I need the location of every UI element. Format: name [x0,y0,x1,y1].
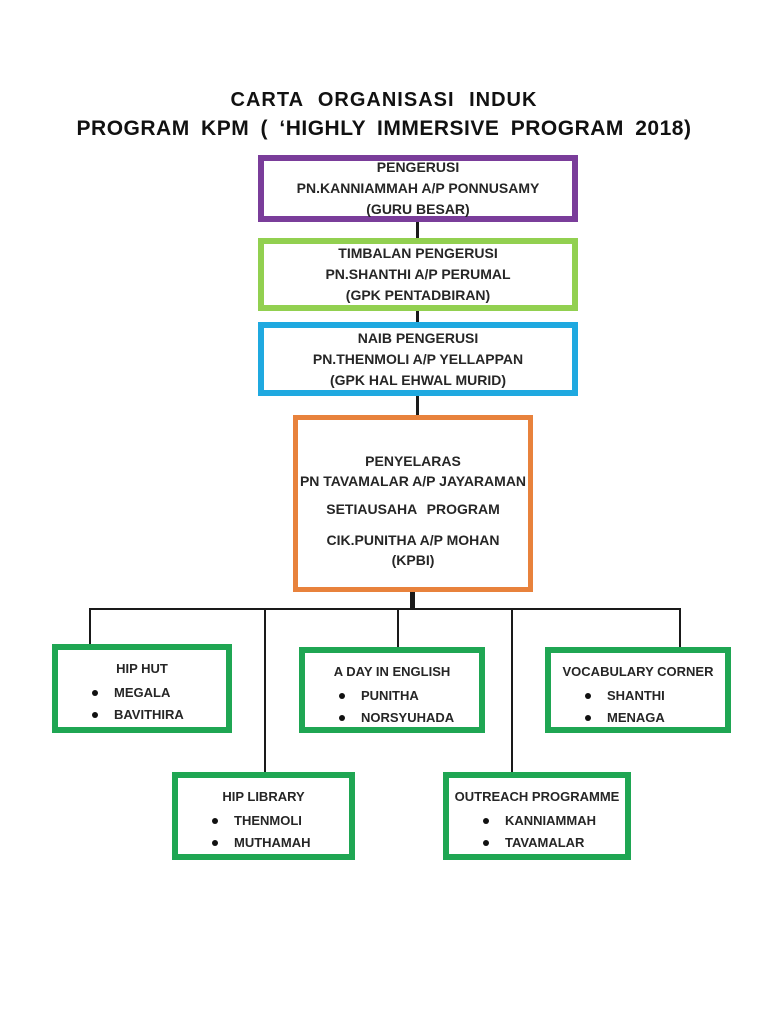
member-name: MENAGA [607,710,665,725]
member-name: MEGALA [114,685,171,700]
box-hip-hut: HIP HUT MEGALA BAVITHIRA [52,644,232,733]
title-line-2: PROGRAM KPM ( ‘HIGHLY IMMERSIVE PROGRAM … [76,117,692,140]
setiausaha-position: (KPBI) [391,552,435,568]
naib-name: PN.THENMOLI A/P YELLAPPAN [312,350,524,367]
box-penyelaras: PENYELARAS PN TAVAMALAR A/P JAYARAMAN SE… [293,415,533,592]
connector-pengerusi-timbalan [416,222,419,238]
bullet-icon [92,712,98,718]
connector-timbalan-naib [416,311,419,322]
connector-drop-outreach [511,608,513,772]
connector-drop-hip-hut [89,608,91,645]
connector-drop-a-day-in-english [397,608,399,648]
a-day-in-english-title: A DAY IN ENGLISH [333,664,451,679]
bullet-icon [585,693,591,699]
bullet-icon [585,715,591,721]
timbalan-name: PN.SHANTHI A/P PERUMAL [325,266,511,282]
list-item: MEGALA [58,682,226,704]
setiausaha-role: SETIAUSAHA PROGRAM [326,501,500,517]
box-naib-pengerusi: NAIB PENGERUSI PN.THENMOLI A/P YELLAPPAN… [258,322,578,396]
vocabulary-corner-title: VOCABULARY CORNER [562,664,714,679]
naib-position: (GPK HAL EHWAL MURID) [329,371,507,388]
outreach-programme-title: OUTREACH PROGRAMME [454,789,620,804]
list-item: TAVAMALAR [449,832,625,854]
box-pengerusi: PENGERUSI PN.KANNIAMMAH A/P PONNUSAMY (G… [258,155,578,222]
box-vocabulary-corner: VOCABULARY CORNER SHANTHI MENAGA [545,647,731,733]
bullet-icon [212,840,218,846]
title-line-1: CARTA ORGANISASI INDUK [230,89,538,111]
timbalan-role: TIMBALAN PENGERUSI [338,245,498,261]
member-name: BAVITHIRA [114,707,184,722]
member-name: SHANTHI [607,688,665,703]
member-name: PUNITHA [361,688,419,703]
box-timbalan-pengerusi: TIMBALAN PENGERUSI PN.SHANTHI A/P PERUMA… [258,238,578,311]
box-a-day-in-english: A DAY IN ENGLISH PUNITHA NORSYUHADA [299,647,485,733]
bullet-icon [339,715,345,721]
connector-horizontal-bar [89,608,681,610]
setiausaha-name: CIK.PUNITHA A/P MOHAN [326,532,500,548]
bullet-icon [92,690,98,696]
pengerusi-name: PN.KANNIAMMAH A/P PONNUSAMY [296,180,540,196]
bullet-icon [212,818,218,824]
penyelaras-name: PN TAVAMALAR A/P JAYARAMAN [299,473,527,489]
connector-drop-hip-library [264,608,266,772]
list-item: THENMOLI [178,810,349,832]
bullet-icon [483,818,489,824]
list-item: SHANTHI [551,685,725,707]
box-hip-library: HIP LIBRARY THENMOLI MUTHAMAH [172,772,355,860]
member-name: TAVAMALAR [505,835,585,850]
page-title: CARTA ORGANISASI INDUK PROGRAM KPM ( ‘HI… [0,86,768,144]
hip-hut-title: HIP HUT [116,661,168,676]
member-name: KANNIAMMAH [505,813,596,828]
list-item: PUNITHA [305,685,479,707]
member-name: THENMOLI [234,813,302,828]
connector-drop-vocabulary [679,608,681,648]
list-item: BAVITHIRA [58,704,226,726]
list-item: MUTHAMAH [178,832,349,854]
list-item: MENAGA [551,707,725,729]
pengerusi-position: (GURU BESAR) [366,201,470,217]
connector-penyelaras-stub [410,592,415,609]
member-name: MUTHAMAH [234,835,311,850]
penyelaras-role: PENYELARAS [365,453,461,469]
naib-role: NAIB PENGERUSI [357,329,479,346]
hip-library-title: HIP LIBRARY [222,789,305,804]
connector-naib-penyelaras [416,396,419,415]
list-item: NORSYUHADA [305,707,479,729]
member-name: NORSYUHADA [361,710,455,725]
timbalan-position: (GPK PENTADBIRAN) [345,287,491,303]
box-outreach-programme: OUTREACH PROGRAMME KANNIAMMAH TAVAMALAR [443,772,631,860]
bullet-icon [483,840,489,846]
bullet-icon [339,693,345,699]
list-item: KANNIAMMAH [449,810,625,832]
pengerusi-role: PENGERUSI [376,159,460,175]
